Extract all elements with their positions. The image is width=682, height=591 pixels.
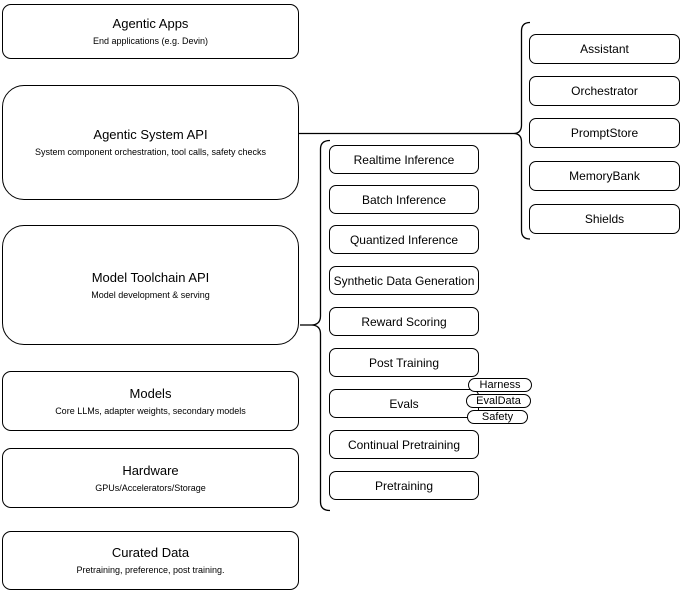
toolchain-item-synthetic-data-generation: Synthetic Data Generation xyxy=(329,266,479,295)
toolchain-item-realtime-inference: Realtime Inference xyxy=(329,145,479,174)
eval-tag-safety: Safety xyxy=(467,410,528,424)
node-title: Agentic System API xyxy=(93,127,208,142)
node-title: Model Toolchain API xyxy=(91,269,210,285)
component-assistant: Assistant xyxy=(529,34,680,64)
node-subtitle: Pretraining, preference, post training. xyxy=(76,565,225,575)
toolchain-item-evals: Evals xyxy=(329,389,479,418)
node-subtitle: System component orchestration, tool cal… xyxy=(34,147,267,157)
node-agentic-system-api: Agentic System API System component orch… xyxy=(2,85,299,200)
node-subtitle: End applications (e.g. Devin) xyxy=(92,36,209,46)
node-hardware: Hardware GPUs/Accelerators/Storage xyxy=(2,448,299,508)
node-subtitle: GPUs/Accelerators/Storage xyxy=(95,482,206,493)
eval-tag-harness: Harness xyxy=(468,378,532,392)
eval-tag-evaldata: EvalData xyxy=(466,394,531,408)
node-title: Curated Data xyxy=(111,545,190,560)
node-curated-data: Curated Data Pretraining, preference, po… xyxy=(2,531,299,590)
system-components-brace xyxy=(513,21,531,240)
toolchain-item-reward-scoring: Reward Scoring xyxy=(329,307,479,336)
toolchain-item-batch-inference: Batch Inference xyxy=(329,185,479,214)
component-orchestrator: Orchestrator xyxy=(529,76,680,106)
toolchain-item-quantized-inference: Quantized Inference xyxy=(329,225,479,254)
node-title: Models xyxy=(129,385,172,401)
toolchain-item-continual-pretraining: Continual Pretraining xyxy=(329,430,479,459)
toolchain-item-post-training: Post Training xyxy=(329,348,479,377)
toolchain-item-pretraining: Pretraining xyxy=(329,471,479,500)
component-shields: Shields xyxy=(529,204,680,234)
node-agentic-apps: Agentic Apps End applications (e.g. Devi… xyxy=(2,4,299,59)
toolchain-items-brace xyxy=(310,139,331,512)
node-subtitle: Model development & serving xyxy=(91,289,210,300)
component-memorybank: MemoryBank xyxy=(529,161,680,191)
node-title: Agentic Apps xyxy=(112,16,189,31)
node-subtitle: Core LLMs, adapter weights, secondary mo… xyxy=(55,405,246,416)
component-promptstore: PromptStore xyxy=(529,118,680,148)
node-models: Models Core LLMs, adapter weights, secon… xyxy=(2,371,299,431)
node-title: Hardware xyxy=(122,462,179,478)
node-model-toolchain-api: Model Toolchain API Model development & … xyxy=(2,225,299,345)
